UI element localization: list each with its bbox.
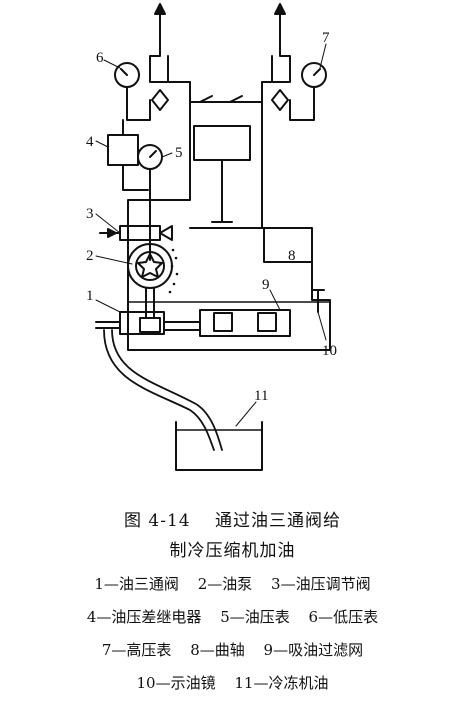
label-6: 6 [96,50,104,66]
legend-item: 1—油三通阀 [94,575,179,593]
label-7: 7 [322,30,330,46]
oil-three-way-valve [119,311,165,335]
legend-row-1: 1—油三通阀 2—油泵 3—油压调节阀 [0,573,465,594]
legend-item: 9—吸油过滤网 [263,641,364,659]
legend-row-2: 4—油压差继电器 5—油压表 6—低压表 [0,606,465,627]
oil-pressure-regulating-valve [119,225,161,241]
legend-item: 10—示油镜 [136,674,216,692]
discharge-pipe [261,14,291,83]
figure-caption-line-2: 制冷压缩机加油 [169,541,296,561]
crankshaft [189,227,313,263]
compressor-oil-charging-diagram: 6 7 4 5 3 2 8 9 1 10 11 [86,3,337,471]
legend-item: 4—油压差继电器 [86,608,202,626]
label-2: 2 [86,248,94,264]
suction-valve-icon [151,89,169,111]
legend-item: 7—高压表 [101,641,172,659]
legend-item: 5—油压表 [220,608,290,626]
label-1: 1 [86,288,94,304]
legend-item: 8—曲轴 [190,641,245,659]
label-4: 4 [86,134,94,150]
compressor-body [127,81,331,351]
label-10: 10 [322,343,337,359]
label-8: 8 [288,248,296,264]
label-5: 5 [175,145,183,161]
legend-item: 3—油压调节阀 [271,575,371,593]
legend-row-4: 10—示油镜 11—冷冻机油 [0,672,465,693]
legend-item: 11—冷冻机油 [234,674,329,692]
label-9: 9 [262,277,270,293]
label-3: 3 [86,206,94,222]
oil-hose [103,329,215,451]
oil-pressure-relay [107,134,139,166]
piston [193,125,251,161]
legend-row-3: 7—高压表 8—曲轴 9—吸油过滤网 [0,639,465,660]
discharge-valve-icon [271,89,289,111]
figure-caption-line-1: 图 4-14 通过油三通阀给 [124,511,341,531]
oil-container [175,421,263,471]
legend-item: 2—油泵 [197,575,253,593]
legend-item: 6—低压表 [308,608,379,626]
suction-pipe [149,14,191,83]
label-11: 11 [254,388,268,404]
